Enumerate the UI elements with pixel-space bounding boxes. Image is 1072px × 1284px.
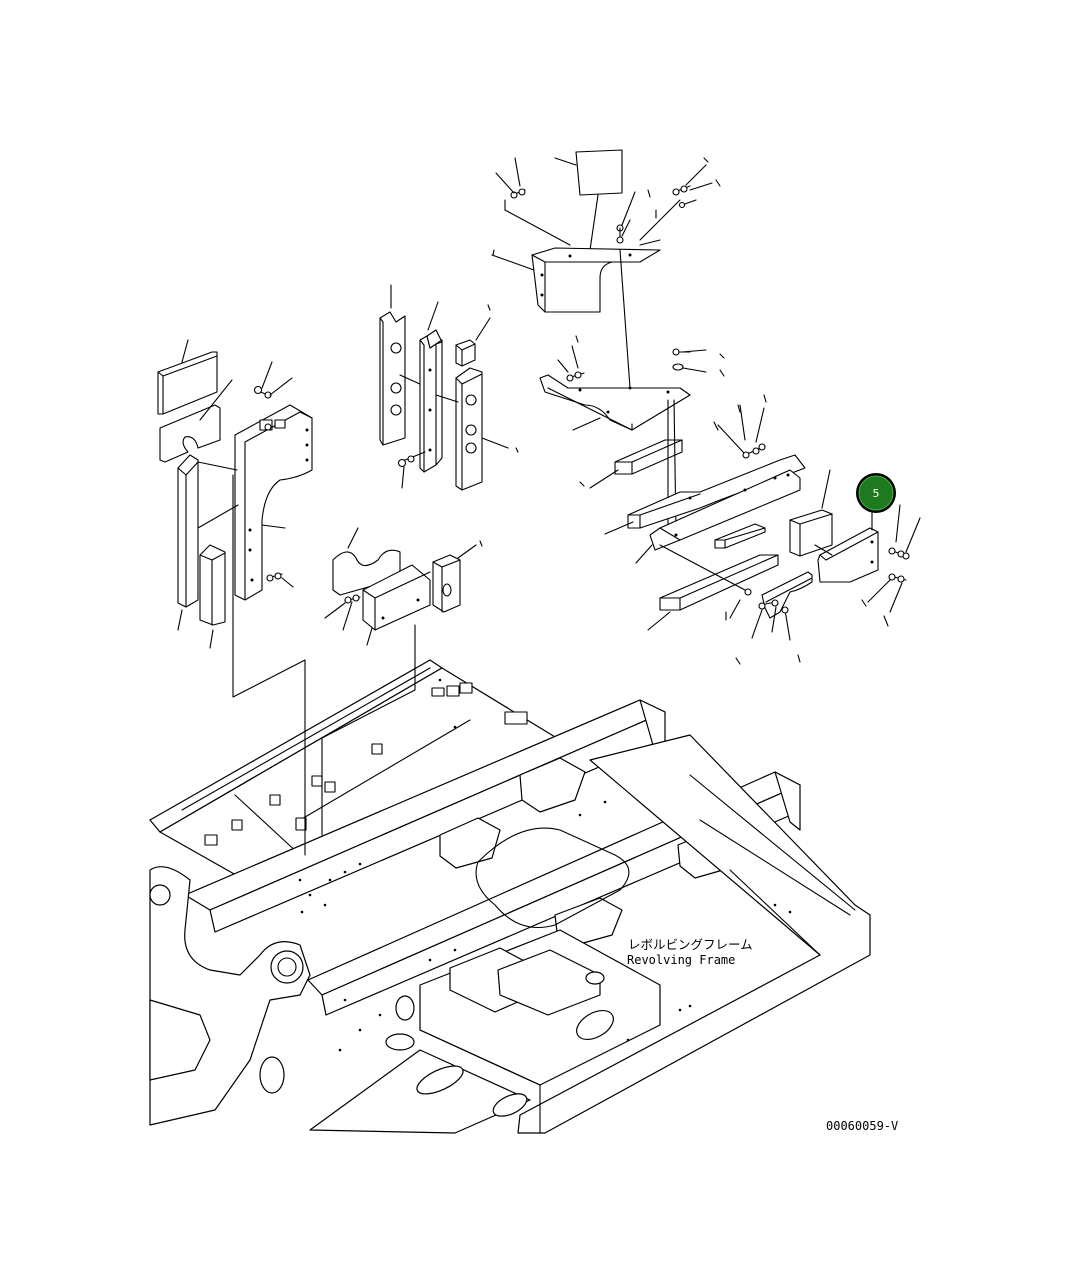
revolving-frame bbox=[149, 659, 871, 1134]
callout-5[interactable]: 5 bbox=[856, 473, 896, 513]
index-marks bbox=[479, 157, 889, 665]
left-part-group bbox=[157, 339, 313, 856]
drawing-code: 00060059-V bbox=[826, 1119, 898, 1133]
right-part-group bbox=[751, 469, 921, 641]
frame-label-jp: レボルビングフレーム bbox=[628, 937, 753, 952]
frame-label-en: Revolving Frame bbox=[627, 953, 735, 967]
top-center-part-group bbox=[491, 149, 713, 389]
center-part-group bbox=[321, 527, 477, 836]
middle-right-part-group bbox=[539, 345, 806, 631]
callout-number: 5 bbox=[873, 487, 880, 500]
center-left-part-group bbox=[379, 284, 509, 491]
